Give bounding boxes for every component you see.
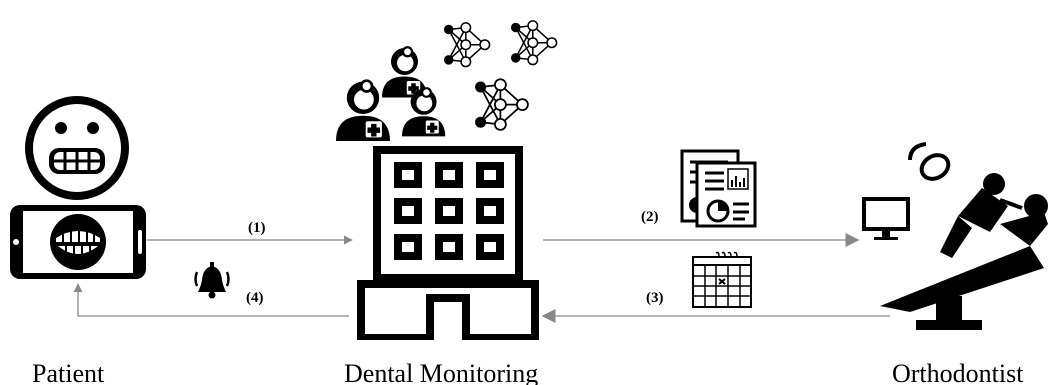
step-1-label: (1)	[248, 220, 266, 236]
report-documents-icon	[680, 149, 757, 228]
monitor-icon	[862, 197, 910, 240]
neural-network-icon	[510, 20, 558, 66]
notification-bell-icon	[194, 262, 230, 299]
neural-network-icon	[443, 22, 491, 68]
doctor-icon	[382, 46, 427, 98]
dental-chair-icon	[880, 142, 1048, 330]
dental-monitoring-label: Dental Monitoring	[344, 359, 538, 385]
step-3-label: (3)	[646, 290, 664, 306]
neural-network-icon	[475, 78, 529, 131]
office-building-icon	[357, 146, 539, 340]
step-4-label: (4)	[246, 290, 264, 306]
doctor-icon	[336, 79, 390, 141]
patient-label: Patient	[32, 359, 105, 385]
calendar-icon	[692, 251, 752, 308]
grinning-face-icon	[25, 96, 129, 200]
doctor-icon	[402, 87, 446, 137]
smartphone-teeth-icon	[10, 205, 146, 279]
orthodontist-label: Orthodontist	[892, 359, 1024, 385]
arrow-step-4	[73, 283, 349, 317]
step-2-label: (2)	[641, 209, 659, 225]
